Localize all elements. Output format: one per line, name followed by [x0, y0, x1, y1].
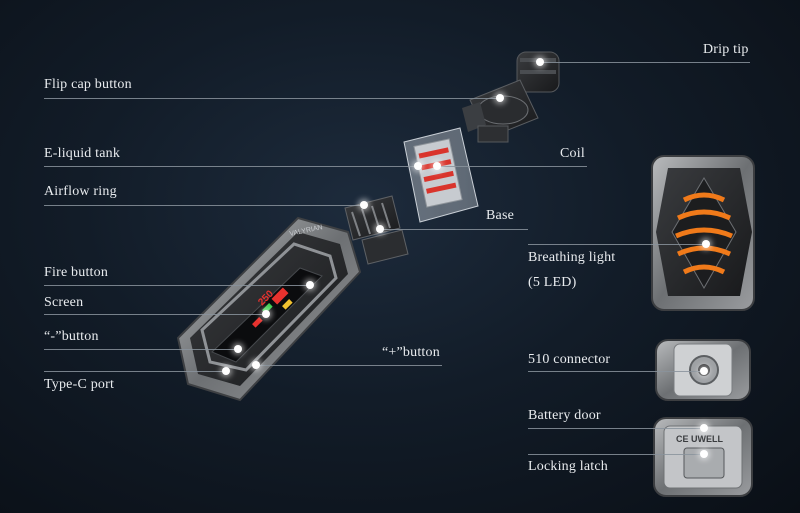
- leader-line-plus-button: [256, 365, 442, 366]
- leader-line-breathing-light: [528, 244, 706, 245]
- leader-line-base: [380, 229, 528, 230]
- leader-line-e-liquid-tank: [44, 166, 418, 167]
- callout-dot-type-c-port: [222, 367, 230, 375]
- label-screen: Screen: [44, 295, 84, 310]
- label-fire-button: Fire button: [44, 265, 109, 280]
- mod-body: VALYRIAN: [176, 216, 362, 402]
- label-e-liquid-tank: E-liquid tank: [44, 146, 121, 161]
- leader-line-locking-latch: [528, 454, 704, 455]
- leader-line-screen: [44, 314, 266, 315]
- label-locking-latch: Locking latch: [528, 459, 608, 474]
- label-breathing-light-detail: (5 LED): [528, 275, 577, 290]
- label-flip-cap-button: Flip cap button: [44, 77, 132, 92]
- label-drip-tip: Drip tip: [703, 42, 749, 57]
- callout-dot-e-liquid-tank: [414, 162, 422, 170]
- label-breathing-light: Breathing light: [528, 250, 616, 265]
- label-minus-button: “-”button: [44, 329, 99, 344]
- leader-line-airflow-ring: [44, 205, 364, 206]
- callout-dot-base: [376, 225, 384, 233]
- callout-dot-screen: [262, 310, 270, 318]
- callout-dot-airflow-ring: [360, 201, 368, 209]
- leader-line-510-connector: [528, 371, 704, 372]
- label-plus-button: “+”button: [382, 345, 440, 360]
- leader-line-flip-cap: [44, 98, 500, 99]
- callout-dot-drip-tip: [536, 58, 544, 66]
- leader-line-battery-door: [528, 428, 704, 429]
- label-battery-door: Battery door: [528, 408, 601, 423]
- leader-line-drip-tip: [540, 62, 750, 63]
- tank-part: [403, 127, 479, 223]
- callout-dot-breathing-light: [702, 240, 710, 248]
- callout-dot-minus-button: [234, 345, 242, 353]
- callout-dot-flip-cap: [496, 94, 504, 102]
- leader-line-minus-button: [44, 349, 238, 350]
- flip-cap-part: [462, 79, 539, 143]
- callout-dot-coil: [433, 162, 441, 170]
- leader-line-fire-button: [44, 285, 310, 286]
- callout-dot-locking-latch: [700, 450, 708, 458]
- label-coil: Coil: [560, 146, 585, 161]
- callout-dot-plus-button: [252, 361, 260, 369]
- leader-line-coil: [437, 166, 587, 167]
- label-base: Base: [486, 208, 515, 223]
- callout-dot-fire-button: [306, 281, 314, 289]
- label-510-connector: 510 connector: [528, 352, 611, 367]
- callout-dot-battery-door: [700, 424, 708, 432]
- label-airflow-ring: Airflow ring: [44, 184, 117, 199]
- back-panel-part: [651, 155, 755, 311]
- label-type-c-port: Type-C port: [44, 377, 115, 392]
- leader-line-type-c-port: [44, 371, 226, 372]
- callout-dot-510-connector: [700, 367, 708, 375]
- door-marking: CE UWELL: [676, 434, 723, 444]
